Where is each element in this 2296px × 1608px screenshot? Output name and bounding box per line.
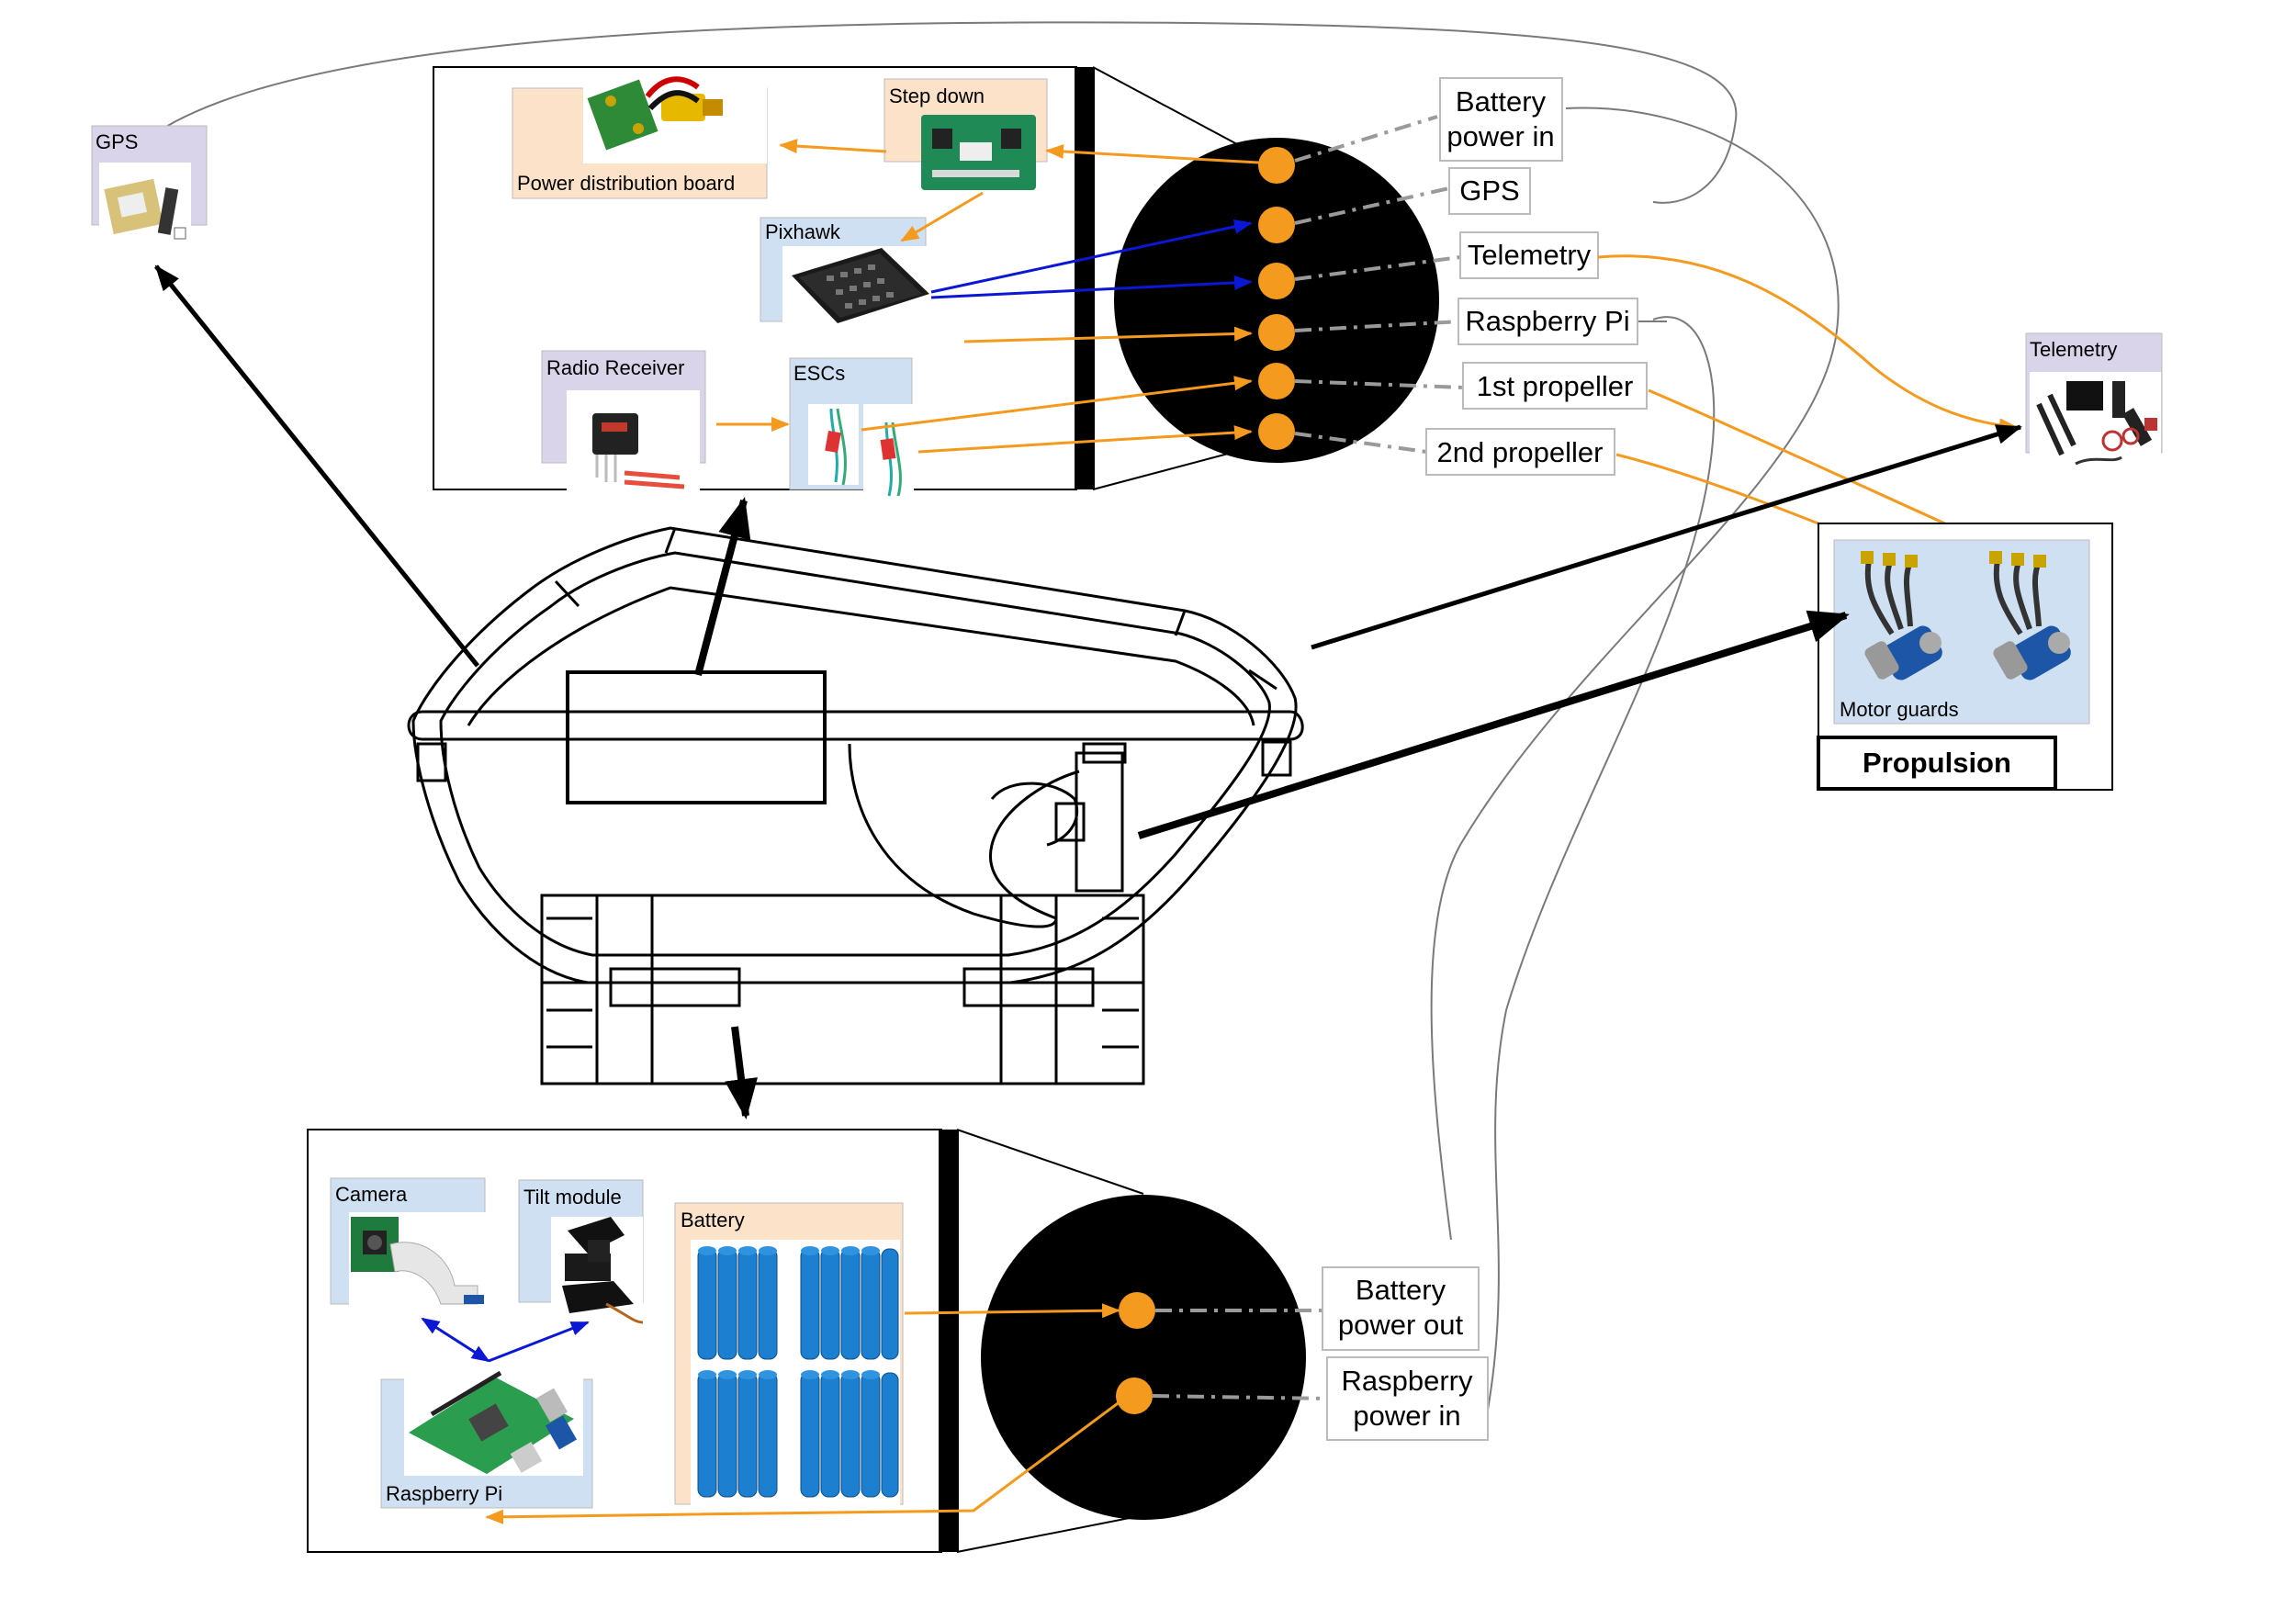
bottom-connector-dots: [1116, 1292, 1155, 1414]
tilt-module-card: Tilt module: [518, 1179, 644, 1324]
telemetry-card: Telemetry: [2025, 332, 2163, 475]
port-label-raspberry-pi: Raspberry Pi: [1465, 305, 1629, 337]
telemetry-label: Telemetry: [2030, 338, 2117, 361]
gps-card: GPS: [91, 125, 208, 245]
port-label-battery-power-out-1: Battery: [1356, 1274, 1446, 1306]
raspberry-pi-board-icon: [409, 1370, 578, 1474]
camera-card: Camera: [330, 1177, 487, 1309]
drone-frame: [407, 526, 1304, 1085]
radio-receiver-icon: [592, 413, 685, 489]
bottom-panel-links: [421, 1303, 1129, 1524]
port-dot-battery-in: [1258, 147, 1295, 184]
port-dot-gps: [1258, 207, 1295, 243]
esc-icon: [825, 408, 902, 497]
port-dot-raspberry-power-in: [1116, 1377, 1153, 1414]
motor-guards-label: Motor guards: [1840, 698, 1959, 721]
battery-label: Battery: [681, 1209, 745, 1231]
bottom-connector-plate: [981, 1195, 1306, 1520]
step-down-card: Step down: [884, 78, 1048, 190]
camera-label: Camera: [335, 1183, 408, 1206]
escs-label: ESCs: [793, 362, 845, 385]
bottom-port-leaders: [1152, 1309, 1328, 1400]
telemetry-kit-icon: [2036, 381, 2157, 466]
tilt-module-label: Tilt module: [523, 1186, 622, 1209]
gps-label: GPS: [96, 130, 138, 153]
raspberry-pi-card: Raspberry Pi: [380, 1366, 593, 1509]
radio-receiver-label: Radio Receiver: [546, 356, 684, 379]
battery-card: Battery: [674, 1202, 904, 1506]
top-connector-plate: [1114, 138, 1439, 463]
port-label-propeller-1: 1st propeller: [1477, 370, 1634, 402]
top-port-leaders: [1294, 115, 1464, 454]
right-orange-wires: [1597, 254, 2018, 562]
port-dot-propeller-1: [1258, 363, 1295, 399]
port-dot-raspberry-pi: [1258, 314, 1295, 351]
frame-callout-arrows: [154, 264, 2022, 1119]
top-panel-links: [716, 139, 1276, 454]
step-down-label: Step down: [889, 84, 985, 107]
pixhawk-label: Pixhawk: [765, 220, 841, 243]
grey-wiring: [151, 21, 1840, 1435]
pdb-label: Power distribution board: [517, 172, 735, 195]
battery-cell-tops: [698, 1246, 880, 1379]
battery-cells-icon: [697, 1248, 899, 1498]
top-connector-dots: [1258, 147, 1295, 450]
port-label-raspberry-power-in-2: power in: [1353, 1400, 1460, 1432]
pixhawk-icon: [792, 248, 929, 323]
port-label-telemetry: Telemetry: [1468, 239, 1592, 271]
radio-receiver-card: Radio Receiver: [541, 350, 706, 499]
gps-module-icon: [104, 178, 186, 240]
bottom-port-labels: Battery power out Raspberry power in: [1322, 1266, 1489, 1441]
escs-card: ESCs: [789, 357, 914, 497]
top-port-labels: Battery power in GPS Telemetry Raspberry…: [1425, 77, 1648, 476]
step-down-module-icon: [921, 115, 1036, 190]
port-dot-propeller-2: [1258, 413, 1295, 450]
port-label-battery-power-in-1: Battery: [1456, 85, 1547, 118]
port-dot-telemetry: [1258, 263, 1295, 299]
port-label-battery-power-in-2: power in: [1446, 120, 1554, 152]
port-dot-battery-out: [1119, 1292, 1155, 1329]
port-label-propeller-2: 2nd propeller: [1437, 436, 1604, 468]
port-label-battery-power-out-2: power out: [1338, 1309, 1464, 1341]
tilt-module-icon: [562, 1217, 644, 1324]
port-label-raspberry-power-in-1: Raspberry: [1342, 1365, 1473, 1397]
propulsion-card: Motor guards Propulsion: [1817, 523, 2113, 791]
pdb-board-icon: [587, 76, 723, 151]
raspberry-pi-label: Raspberry Pi: [386, 1482, 502, 1505]
pixhawk-card: Pixhawk: [760, 217, 929, 329]
brushless-motor-icon: [1861, 551, 1942, 680]
propulsion-label: Propulsion: [1863, 747, 2011, 779]
port-label-gps: GPS: [1459, 174, 1519, 207]
brushless-motor-icon: [1989, 551, 2071, 680]
pdb-card: Power distribution board: [512, 69, 768, 199]
camera-module-icon: [351, 1217, 484, 1305]
